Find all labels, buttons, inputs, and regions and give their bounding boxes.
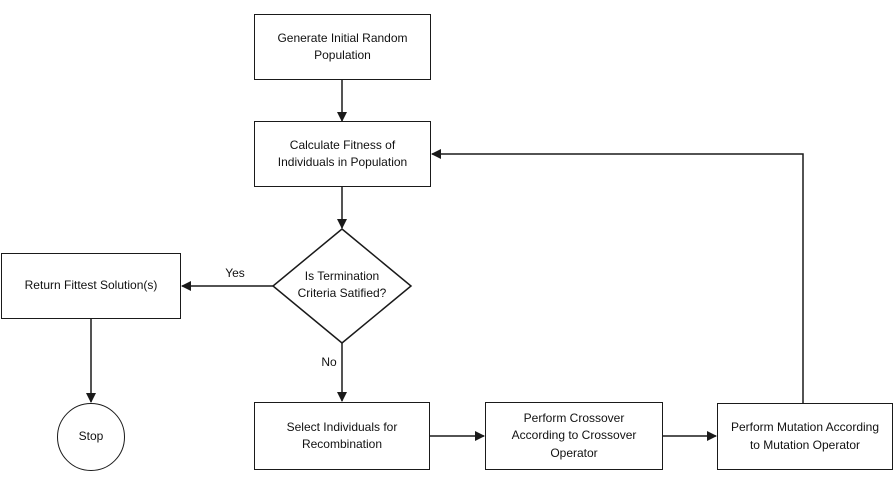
arrow-mutation-to-fitness <box>431 149 804 403</box>
stop-terminal: Stop <box>57 403 125 471</box>
perform-crossover-node: Perform Crossover According to Crossover… <box>485 402 663 470</box>
termination-decision-label: Is Termination Criteria Satified? <box>297 269 387 301</box>
yes-edge-label: Yes <box>225 266 245 280</box>
no-edge-label: No <box>321 355 337 369</box>
perform-mutation-node: Perform Mutation According to Mutation O… <box>717 403 893 470</box>
return-fittest-node: Return Fittest Solution(s) <box>1 253 181 319</box>
calculate-fitness-node: Calculate Fitness of Individuals in Popu… <box>254 121 431 187</box>
generate-population-node: Generate Initial Random Population <box>254 14 431 80</box>
select-individuals-node: Select Individuals for Recombination <box>254 402 430 470</box>
